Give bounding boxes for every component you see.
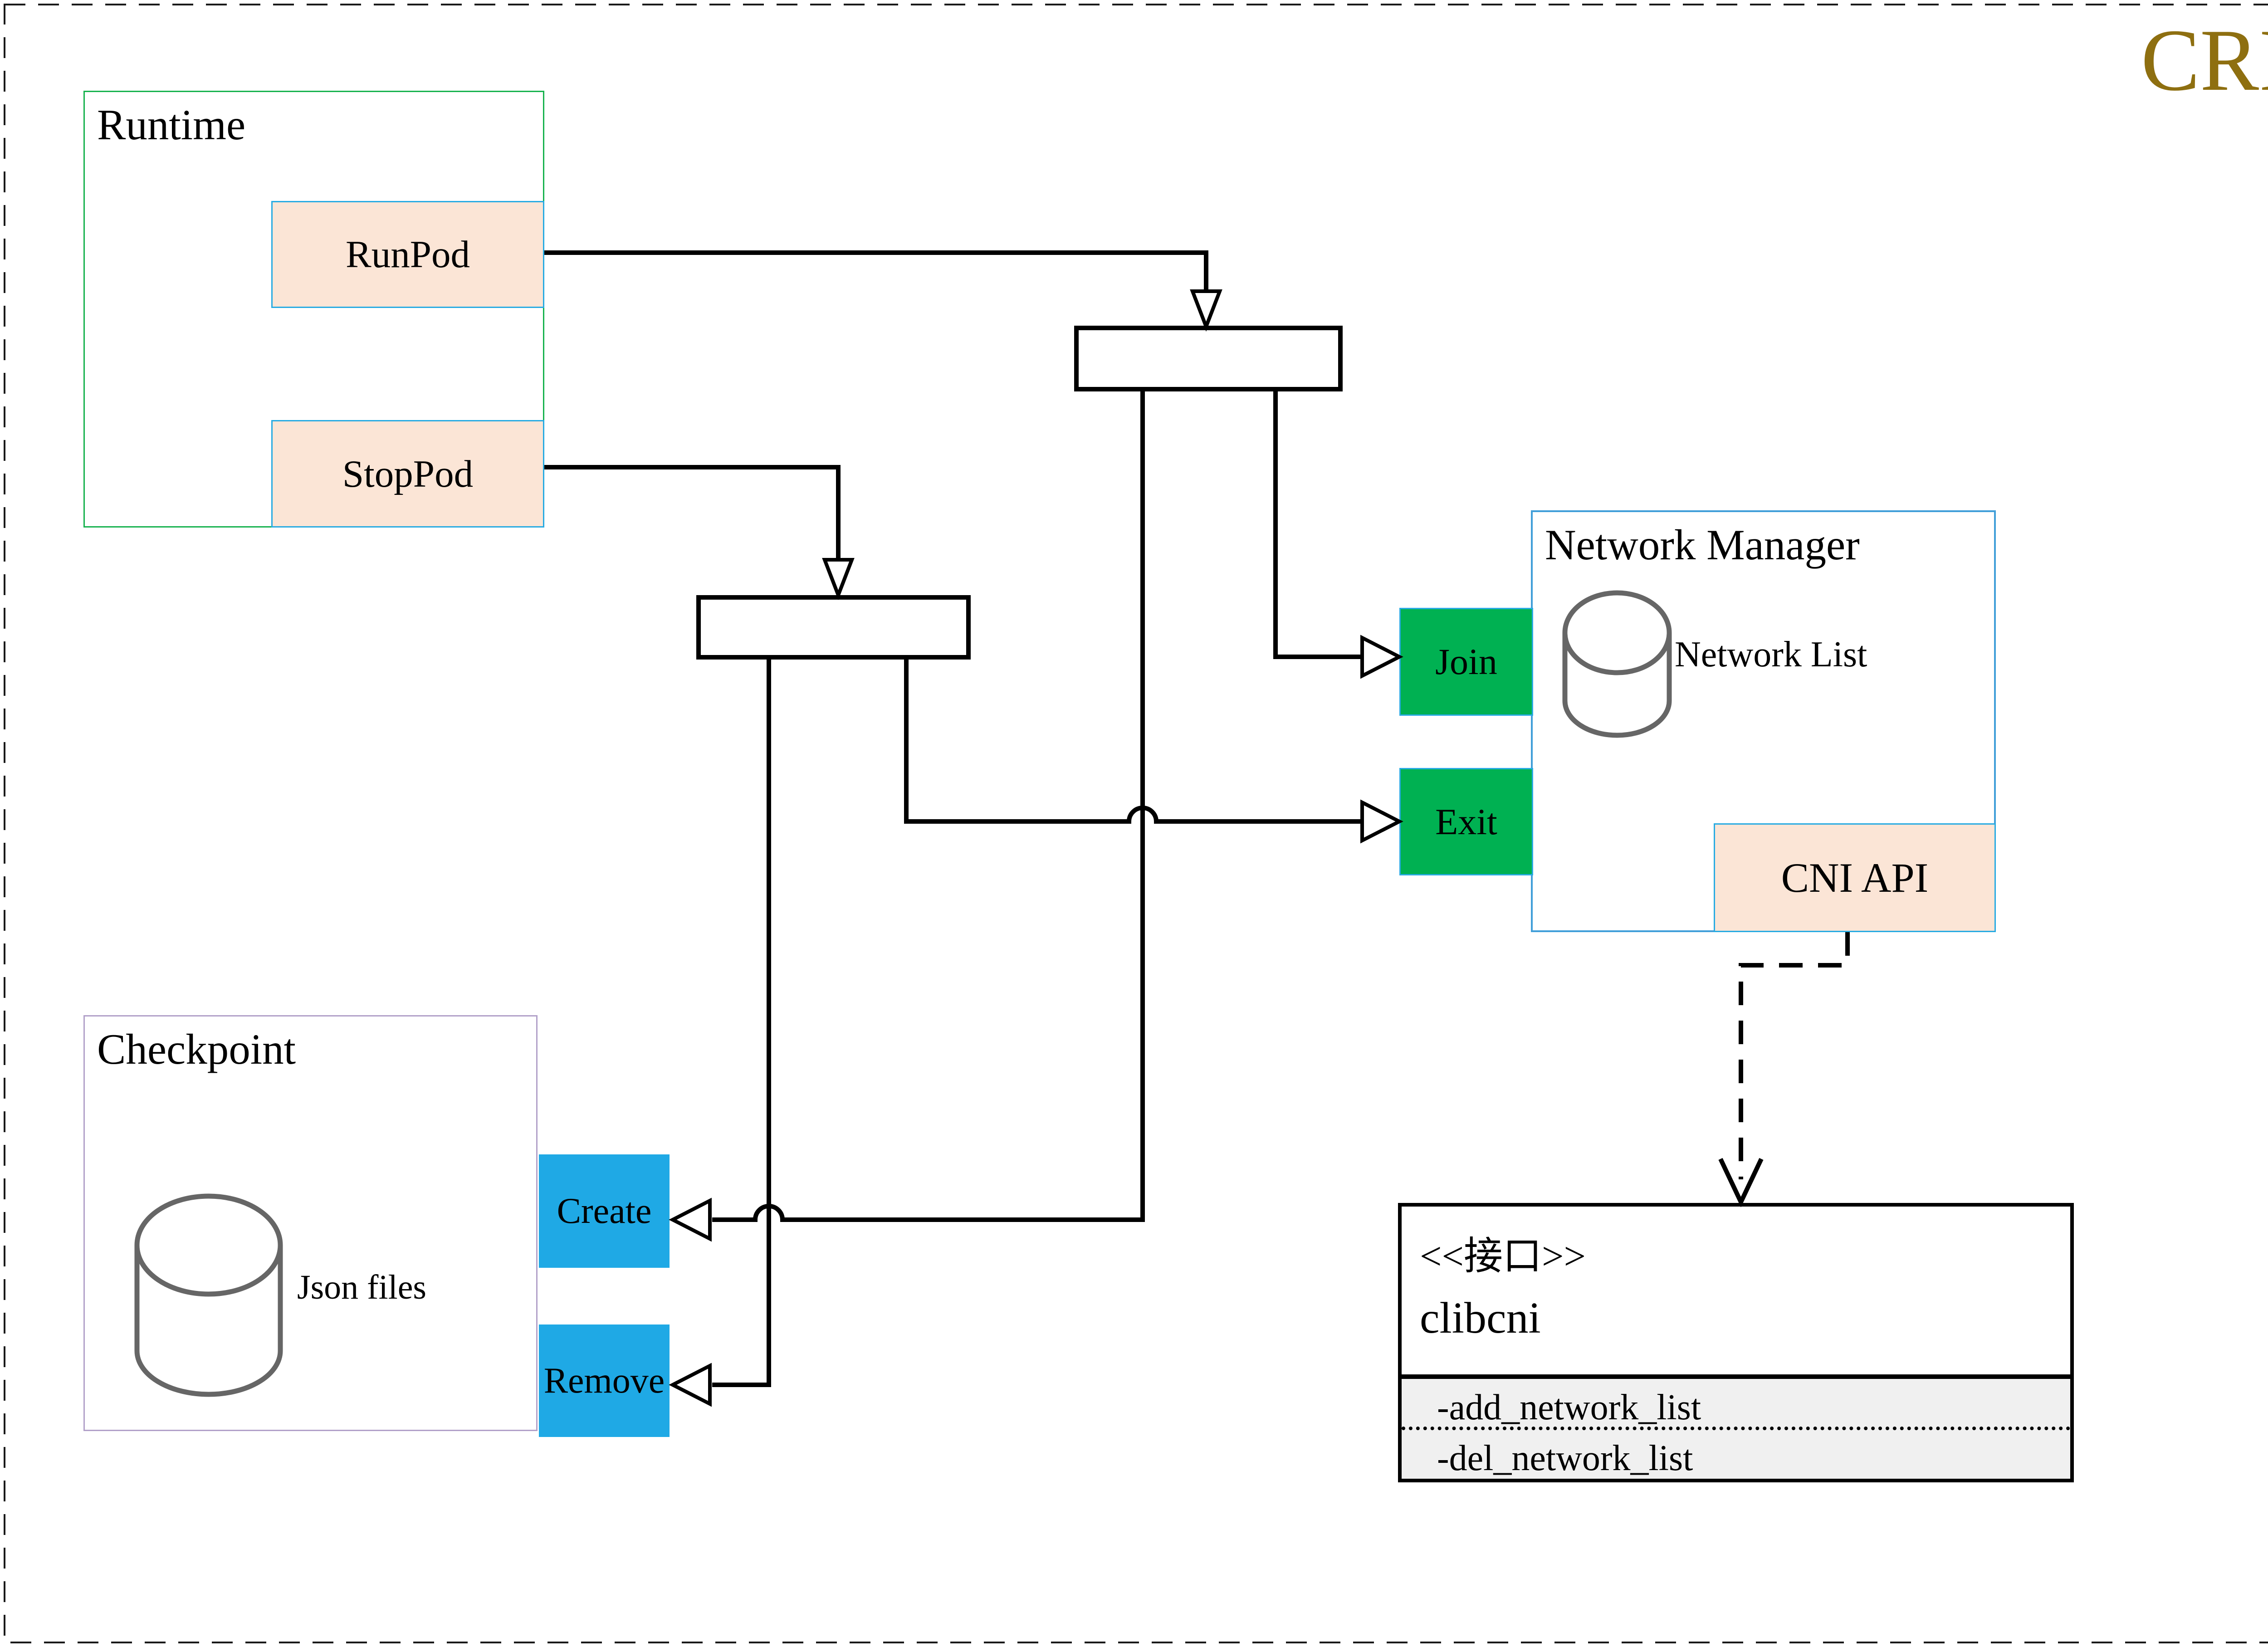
remove-button: Remove [539,1324,670,1437]
merge-rect-runpod [1074,326,1343,391]
rect1-to-create-line [712,391,1145,1222]
arrow-down-into-rect2-icon [822,558,855,601]
arrow-right-into-exit-icon [1360,799,1403,844]
cni-api-box: CNI API [1714,823,1996,932]
clibcni-method-del: -del_network_list [1437,1438,1693,1478]
network-list-label: Network List [1675,635,1867,674]
checkpoint-box: Checkpoint [83,1015,538,1431]
runtime-title: Runtime [97,101,246,149]
json-files-label: Json files [297,1268,426,1306]
clibcni-stereotype: <<接口>> [1420,1234,1586,1278]
rect2-to-remove-line [712,660,771,1387]
rect2-to-exit-line [904,660,1361,824]
rect1-to-join-line [1273,391,1361,659]
network-manager-title: Network Manager [1545,521,1860,569]
runpod-line [544,250,1208,291]
join-button: Join [1399,608,1533,716]
arrow-left-into-remove-icon [669,1363,712,1407]
cni-to-clibcni-dashed-line [1739,932,1850,1179]
checkpoint-title: Checkpoint [97,1025,296,1073]
method-divider [1402,1427,2070,1430]
exit-button: Exit [1399,768,1533,875]
clibcni-methods-section: -add_network_list -del_network_list [1402,1374,2070,1479]
arrow-open-into-clibcni-icon [1718,1158,1764,1207]
arrow-down-into-rect1-icon [1190,289,1222,332]
merge-rect-stoppod [696,595,971,660]
clibcni-method-add: -add_network_list [1437,1388,1701,1427]
clibcni-interface-box: <<接口>> clibcni -add_network_list -del_ne… [1398,1203,2074,1482]
clibcni-header: <<接口>> clibcni [1402,1207,2070,1374]
create-button: Create [539,1154,670,1268]
runpod-button: RunPod [271,201,544,308]
clibcni-name: clibcni [1420,1294,1541,1343]
arrow-left-into-create-icon [669,1197,712,1242]
stoppod-line [544,465,841,560]
page-title: CRI [2141,11,2268,109]
stoppod-button: StopPod [271,420,544,528]
arrow-right-into-join-icon [1360,635,1403,679]
